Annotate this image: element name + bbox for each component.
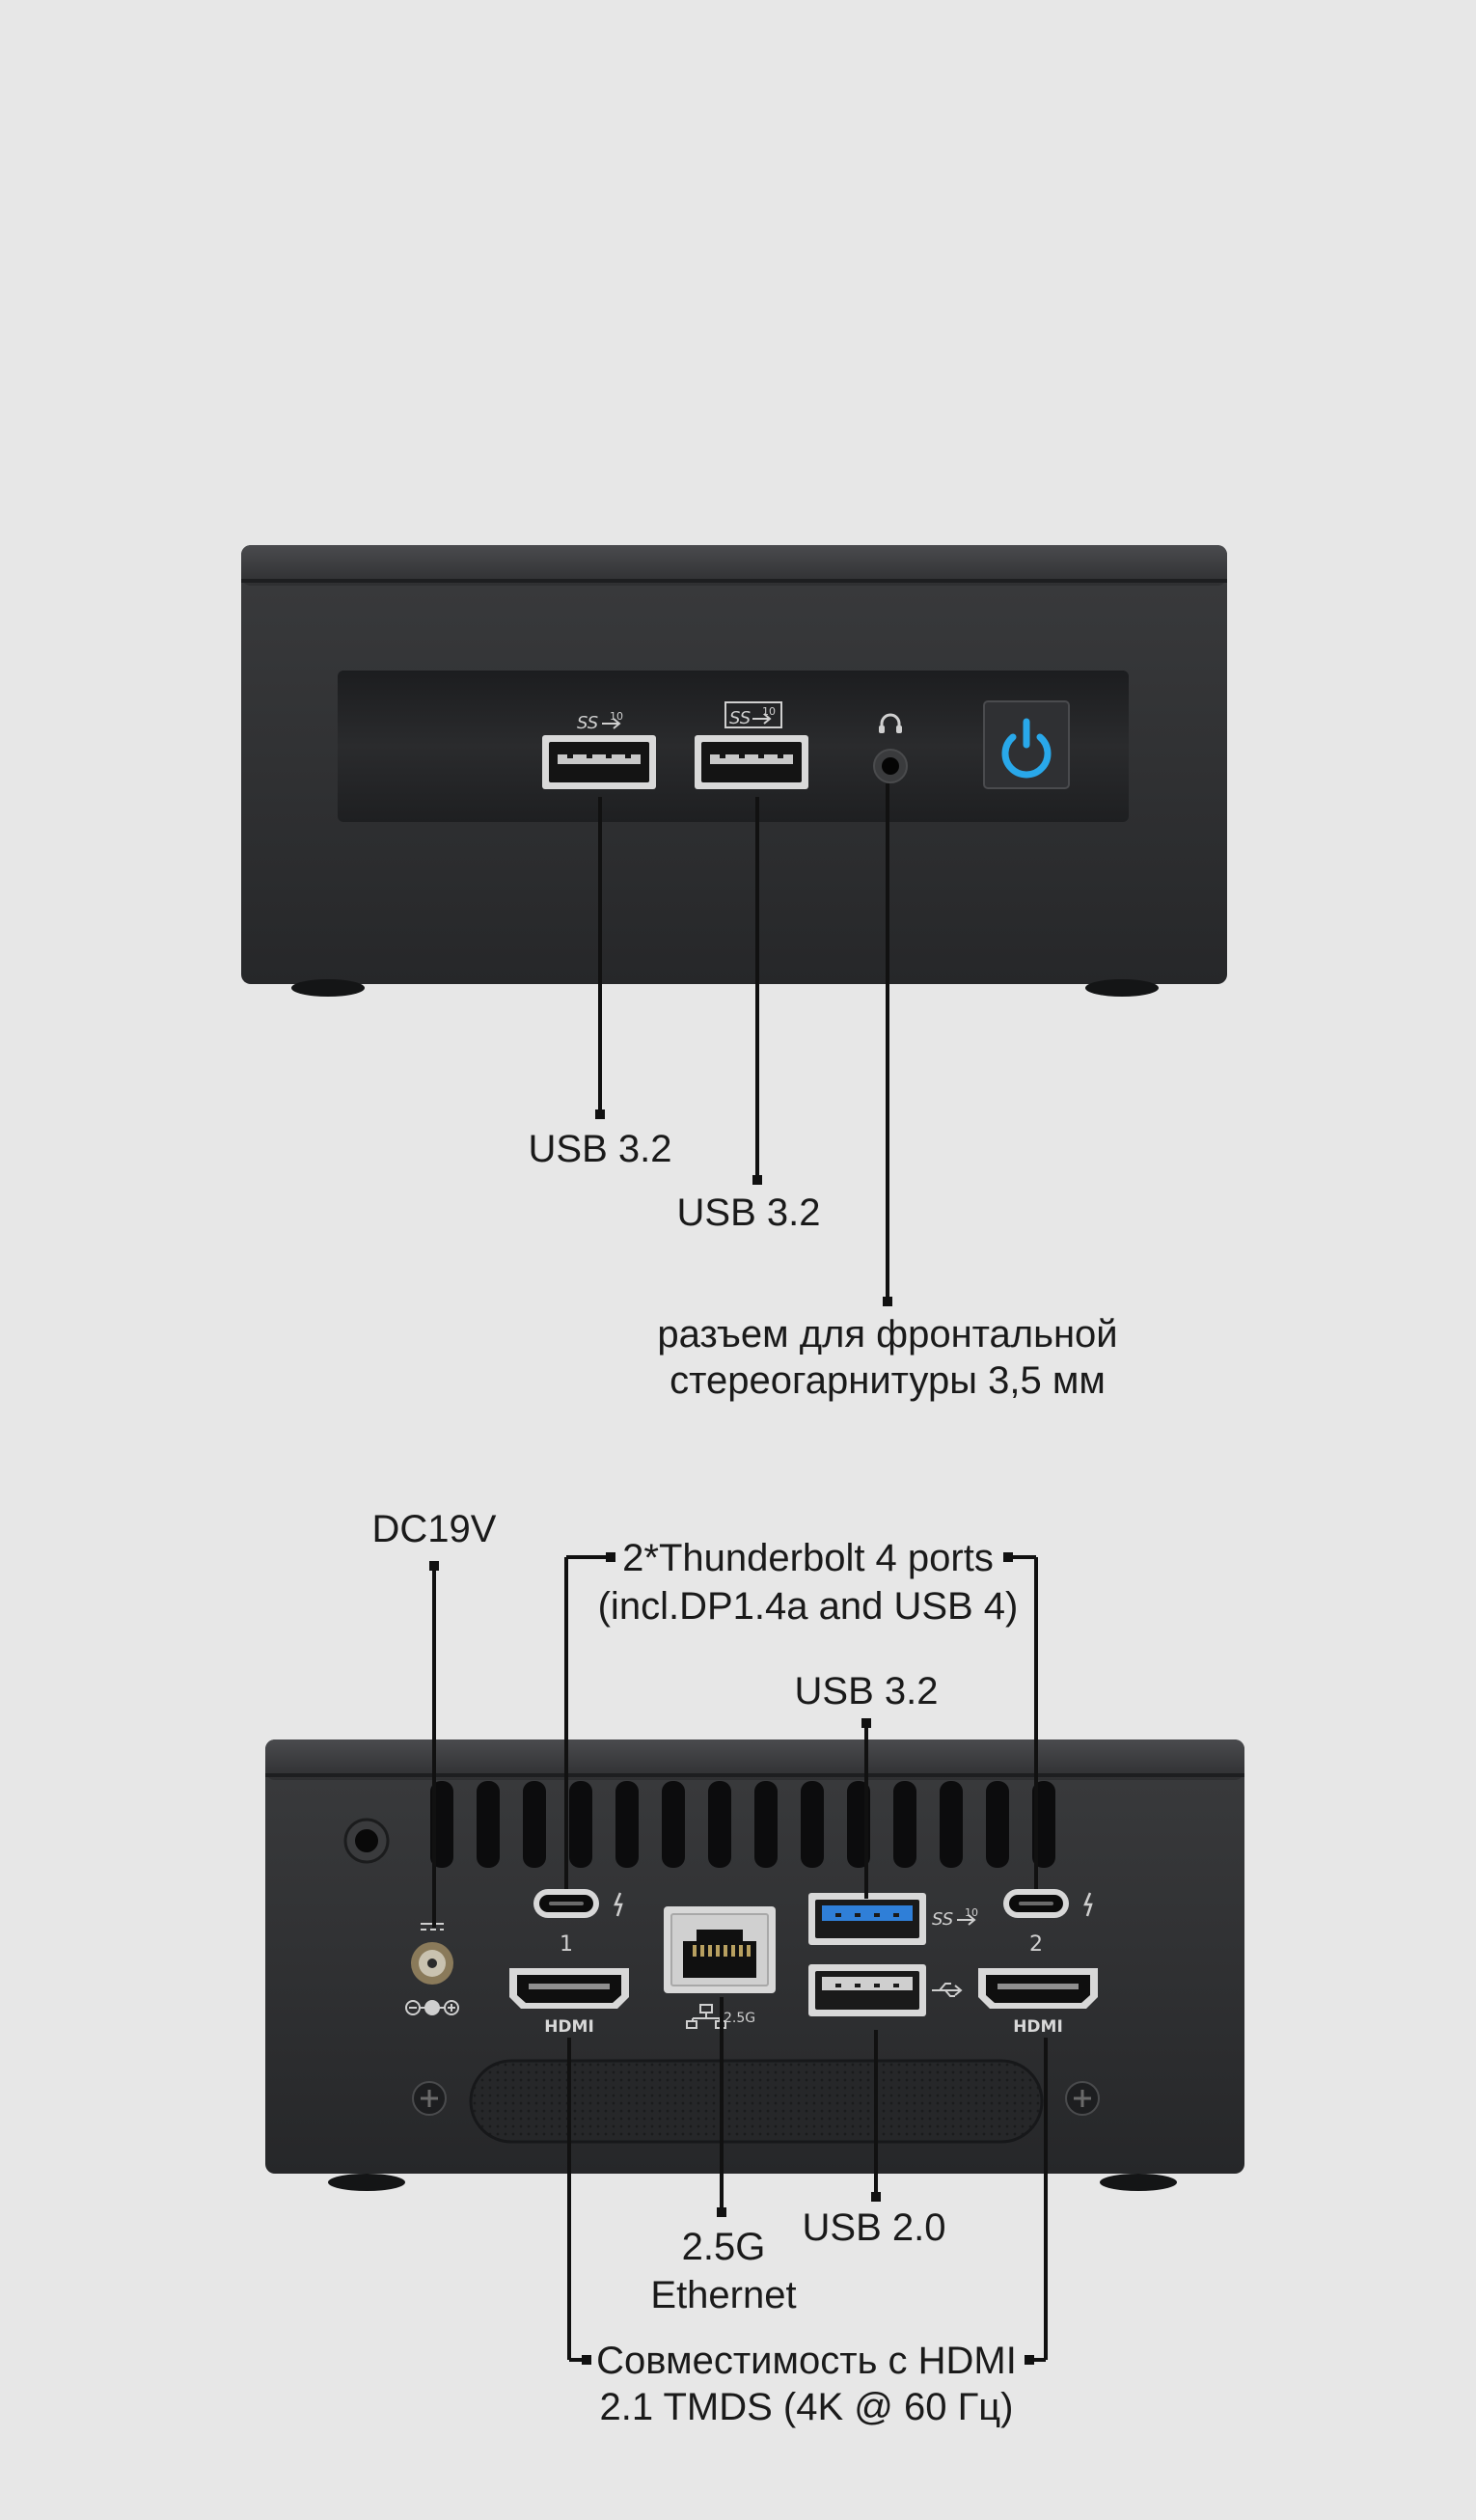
screw-left — [412, 2081, 447, 2116]
label-ethernet-line2: Ethernet — [650, 2274, 797, 2316]
ethernet-port[interactable] — [664, 1906, 776, 1993]
rear-foot-left — [328, 2174, 405, 2191]
label-thunderbolt-line1: 2*Thunderbolt 4 ports — [622, 1537, 994, 1579]
eth-speed-mark: 2.5G — [724, 2011, 755, 2026]
label-rear-usb20: USB 2.0 — [802, 2206, 946, 2249]
usb-ss-icon: SS 10 — [932, 1906, 978, 1930]
usb-ss-icon: SS 10 — [577, 710, 623, 733]
front-usb-b-mark: SS — [729, 708, 751, 728]
label-hdmi-line1: Совместимость с HDMI — [596, 2340, 1017, 2382]
thunderbolt-port-1[interactable] — [533, 1889, 599, 1918]
rear-device: 1 2 2.5G — [265, 1739, 1244, 2191]
label-rear-usb32: USB 3.2 — [794, 1670, 939, 1712]
rear-usb32-mark: SS — [932, 1909, 953, 1930]
rear-vents — [430, 1781, 1055, 1868]
front-foot-left — [291, 979, 365, 997]
front-usb-port-1[interactable] — [542, 735, 656, 789]
thunderbolt-icon — [614, 1892, 623, 1917]
rear-top-lid — [265, 1739, 1244, 1780]
tb2-number: 2 — [1029, 1932, 1043, 1957]
headphone-icon — [879, 713, 902, 733]
rear-foot-right — [1100, 2174, 1177, 2191]
rear-usb-3-2-port[interactable] — [808, 1893, 926, 1945]
rear-grille-panel — [469, 2059, 1044, 2144]
front-foot-right — [1085, 979, 1159, 997]
front-usb-port-2[interactable] — [695, 735, 808, 789]
label-thunderbolt-line2: (incl.DP1.4a and USB 4) — [597, 1585, 1019, 1628]
label-front-usb-1: USB 3.2 — [528, 1128, 672, 1170]
kensington-lock-slot[interactable] — [343, 1818, 390, 1864]
front-device: SS 10 SS 10 — [241, 545, 1227, 997]
front-audio-jack[interactable] — [873, 749, 908, 783]
rear-callouts — [429, 1552, 1048, 2365]
usb-icon — [932, 1983, 963, 1997]
thunderbolt-port-2[interactable] — [1003, 1889, 1069, 1918]
front-usb-a-mark: SS — [577, 713, 598, 733]
hdmi-port-right[interactable] — [978, 1968, 1098, 2009]
label-front-audio-line2: стереогарнитуры 3,5 мм — [670, 1359, 1106, 1402]
usb-ss-icon: SS 10 — [724, 701, 782, 728]
rear-usb-2-0-port[interactable] — [808, 1964, 926, 2016]
label-front-usb-2: USB 3.2 — [676, 1192, 821, 1234]
power-button[interactable] — [983, 700, 1070, 789]
hdmi-logo-right: HDMI — [1013, 2017, 1063, 2037]
power-icon — [1001, 718, 1052, 779]
front-callouts — [595, 783, 892, 1306]
hdmi-logo-left: HDMI — [544, 2017, 594, 2037]
screw-right — [1065, 2081, 1100, 2116]
tb1-number: 1 — [560, 1932, 573, 1957]
front-top-lid — [241, 545, 1227, 586]
label-dc19v: DC19V — [371, 1508, 497, 1550]
thunderbolt-icon — [1083, 1892, 1093, 1917]
hdmi-port-left[interactable] — [509, 1968, 629, 2009]
dc-power-jack[interactable] — [411, 1942, 453, 1985]
label-hdmi-line2: 2.1 TMDS (4K @ 60 Гц) — [599, 2386, 1014, 2428]
front-usb-b-speed: 10 — [762, 705, 776, 718]
dc-polarity-icon — [405, 1923, 459, 2015]
label-ethernet-line1: 2.5G — [681, 2226, 766, 2268]
label-front-audio-line1: разъем для фронтальной — [657, 1313, 1118, 1356]
